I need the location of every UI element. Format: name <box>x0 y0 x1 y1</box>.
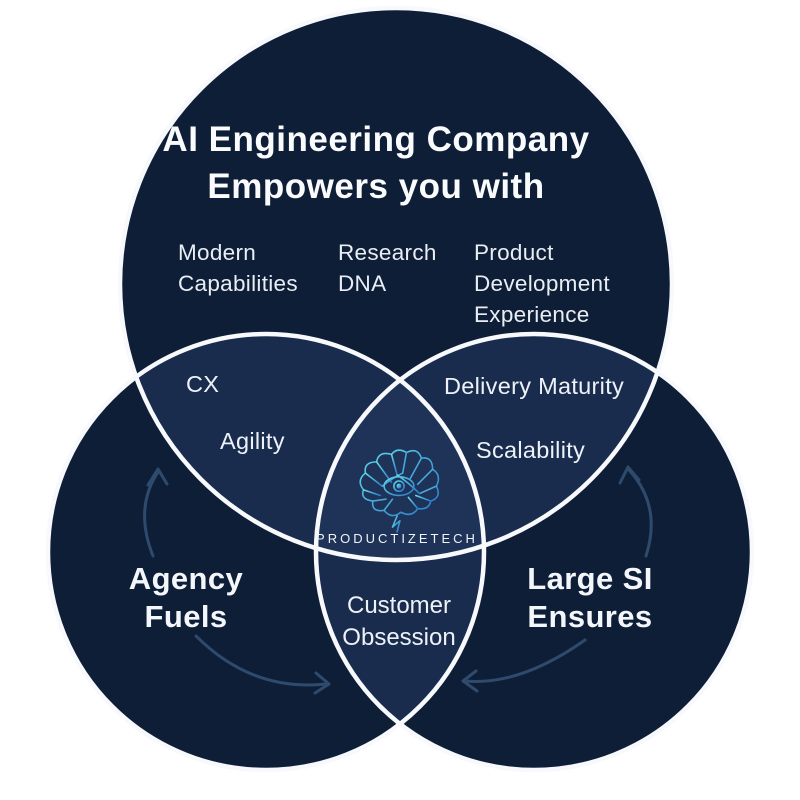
center-overlap <box>316 334 484 560</box>
diagram-title: AI Engineering Company Empowers you with <box>76 116 676 210</box>
intersection-label-scalability: Scalability <box>476 437 586 463</box>
right-circle-label-large-si-ensures: Large SI Ensures <box>527 561 653 634</box>
bottom-left-circle-outline <box>45 331 487 773</box>
brand-logo-wordmark: PRODUCTIZETECH <box>316 531 478 546</box>
cycle-arrow-right-down-icon <box>461 638 587 693</box>
top-circle-outline <box>117 5 675 563</box>
brain-eye-logo-icon <box>359 449 440 533</box>
capability-product-development-experience: Product Development Experience <box>474 240 610 327</box>
left-circle-label-agency-fuels: Agency Fuels <box>128 561 244 634</box>
bottom-right-circle-outline <box>313 331 755 773</box>
cycle-arrow-left-down-icon <box>194 634 331 695</box>
intersection-label-customer-obsession: Customer Obsession <box>342 592 456 651</box>
brand-logo <box>343 441 455 535</box>
intersection-label-delivery-maturity: Delivery Maturity <box>444 373 625 399</box>
cycle-arrow-right-up-icon <box>618 465 653 558</box>
intersection-label-agility: Agility <box>220 428 285 454</box>
diagram-title-line2: Empowers you with <box>207 167 545 206</box>
capability-modern-capabilities: Modern Capabilities <box>178 240 298 296</box>
capability-research-dna: Research DNA <box>338 240 437 296</box>
cycle-arrow-left-up-icon <box>143 467 169 558</box>
diagram-title-line1: AI Engineering Company <box>162 120 590 159</box>
intersection-label-cx: CX <box>186 371 220 397</box>
